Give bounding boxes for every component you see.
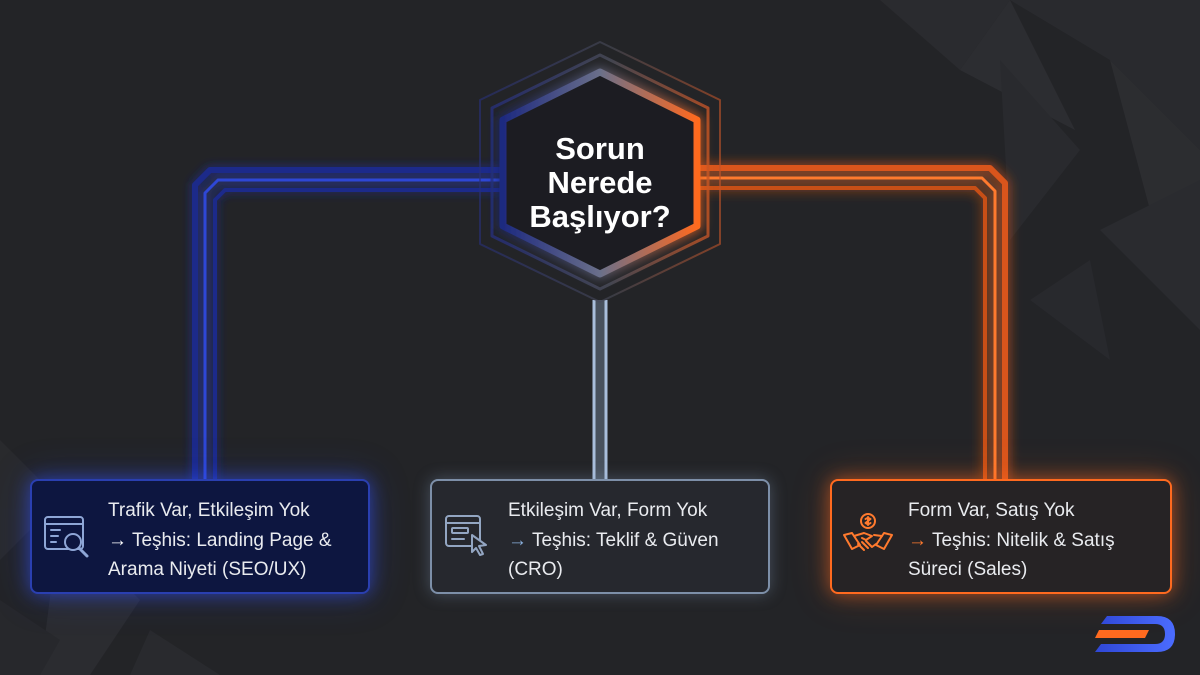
browser-cursor-icon: [445, 515, 487, 556]
card-seo-heading: Trafik Var, Etkileşim Yok: [108, 500, 310, 521]
handshake-dollar-icon: [843, 513, 893, 551]
connector-seo: [192, 167, 500, 482]
search-analytics-icon: [44, 516, 89, 558]
arrow-right-icon: →: [908, 529, 927, 551]
center-question-title: Sorun Nerede Başlıyor?: [500, 132, 700, 234]
connector-sales: [700, 165, 1008, 482]
card-sales-detail: Süreci (Sales): [908, 559, 1028, 580]
arrow-right-icon: →: [508, 529, 527, 551]
card-seo-detail: Arama Niyeti (SEO/UX): [108, 559, 307, 580]
card-cro: Etkileşim Var, Form Yok → Teşhis: Teklif…: [430, 479, 770, 594]
center-title-line-3: Başlıyor?: [529, 199, 671, 234]
card-sales-heading: Form Var, Satış Yok: [908, 500, 1075, 521]
center-hexagon: [479, 41, 721, 303]
arrow-right-icon: →: [108, 529, 127, 551]
card-seo-ux: Trafik Var, Etkileşim Yok → Teşhis: Land…: [30, 479, 370, 594]
card-cro-diagnosis: Teşhis: Teklif & Güven: [531, 529, 719, 551]
card-seo-diagnosis: Teşhis: Landing Page &: [131, 529, 332, 551]
center-title-line-1: Sorun: [555, 131, 645, 166]
card-cro-diagnosis-line: → Teşhis: Teklif & Güven: [508, 526, 758, 556]
card-sales-diagnosis: Teşhis: Nitelik & Satış: [931, 529, 1115, 551]
card-cro-detail: (CRO): [508, 559, 563, 580]
card-sales: Form Var, Satış Yok → Teşhis: Nitelik & …: [830, 479, 1172, 594]
card-cro-heading: Etkileşim Var, Form Yok: [508, 500, 708, 521]
connector-cro: [592, 300, 608, 482]
card-sales-diagnosis-line: → Teşhis: Nitelik & Satış: [908, 526, 1160, 556]
center-title-line-2: Nerede: [547, 165, 653, 200]
brand-logo-icon: [1095, 616, 1175, 652]
card-seo-diagnosis-line: → Teşhis: Landing Page &: [108, 526, 358, 556]
